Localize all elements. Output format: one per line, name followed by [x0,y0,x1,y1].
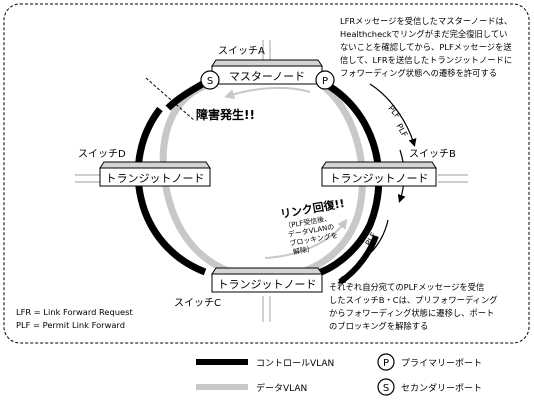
note-bottom-right-line-1: それぞれ自分宛てのPLFメッセージを受信 [329,282,484,292]
legend: コントロールVLAN データVLAN P プライマリーポート S セカンダリーポ… [196,353,482,396]
note-bottom-right-line-3: からフォワーディング状態に遷移し、ポート [329,308,494,318]
legend-secondary-port-icon [377,378,395,396]
master-node-label: マスターノード [229,70,305,83]
data-flow-arrow-bottom [264,218,348,259]
failure-label: 障害発生!! [196,107,255,122]
switch-d-label: スイッチD [78,148,126,160]
transit-node-left-label: トランジットノード [106,172,205,185]
secondary-port: S [200,70,220,90]
note-top-right-line-3: ないことを確認してから、PLFメッセージを送 [340,42,512,52]
transit-node-bottom-label: トランジットノード [218,278,317,291]
plf-arrow-top [369,83,417,147]
outer-dashed-frame [3,3,530,344]
primary-port: P [315,70,335,90]
legend-secondary-port-label: セカンダリーポート [401,382,482,394]
recovery-detail-4: 解除） [292,244,314,257]
abbreviation-plf: PLF = Permit Link Forward [16,320,125,330]
plf-arrow-bottom-bold [337,234,379,285]
note-top-right-line-5: フォワーディング状態への遷移を許可する [340,68,497,78]
legend-primary-port-icon [377,353,395,371]
abbreviation-lfr: LFR = Link Forward Request [16,307,133,317]
master-node[interactable]: マスターノード [211,59,323,85]
transit-node-right[interactable]: トランジットノード [321,161,437,187]
failure-marker-line [145,77,196,122]
legend-primary-port-symbol: P [383,358,389,369]
transit-node-right-label: トランジットノード [330,172,429,185]
switch-b-label: スイッチB [409,148,456,160]
switch-a-label: スイッチA [218,45,265,57]
secondary-port-symbol: S [207,76,213,87]
plf-label-top: PLF [386,104,402,121]
transit-node-left[interactable]: トランジットノード [99,161,211,187]
note-top-right-line-4: 信して、LFRを送信したトランジットノードに [340,55,512,65]
legend-data-vlan-label: データVLAN [256,382,307,394]
control-vlan-ring-right [313,78,383,278]
control-vlan-ring-left-top [165,78,208,111]
legend-control-vlan-label: コントロールVLAN [256,359,334,369]
legend-secondary-port-symbol: S [383,383,389,394]
primary-port-symbol: P [322,76,328,87]
transit-node-bottom[interactable]: トランジットノード [211,267,323,293]
note-top-right-line-2: Healthcheckでリングがまだ完全復旧してい [340,29,507,39]
data-flow-arrow-top [224,86,311,99]
note-top-right: LFRメッセージを受信したマスターノードは、 Healthcheckでリングがま… [340,16,512,78]
control-vlan-ring-left [134,106,207,276]
note-bottom-right-line-4: のブロッキングを解除する [329,321,428,331]
note-bottom-right: それぞれ自分宛てのPLFメッセージを受信 したスイッチB・Cは、プリフォワーディ… [329,282,498,331]
note-top-right-line-1: LFRメッセージを受信したマスターノードは、 [340,16,512,26]
note-bottom-right-line-2: したスイッチB・Cは、プリフォワーディング [329,295,498,305]
legend-primary-port-label: プライマリーポート [401,358,482,369]
plf-label-mid: PLF [395,122,410,139]
switch-c-label: スイッチC [174,297,221,309]
